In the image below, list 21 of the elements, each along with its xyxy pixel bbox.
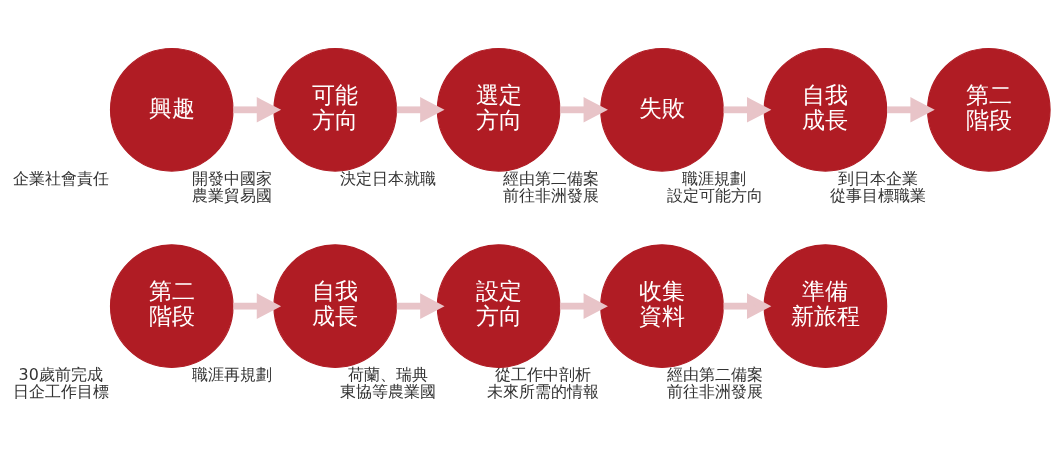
node-circle: 自我成長 <box>763 47 888 172</box>
arrow <box>560 96 608 123</box>
arrow <box>233 292 282 319</box>
arrow <box>723 96 772 123</box>
arrow <box>396 292 445 319</box>
node-circle: 第二階段 <box>109 243 234 368</box>
node-label: 企業社會責任 <box>12 168 109 188</box>
node-label: 30歲前完成日企工作目標 <box>12 364 109 401</box>
node-circle: 第二階段 <box>926 47 1051 172</box>
arrow <box>560 292 608 319</box>
node-circle: 興趣 <box>109 47 234 172</box>
node-circle: 可能方向 <box>273 47 398 172</box>
node-circle: 準備新旅程 <box>763 243 888 368</box>
arrow <box>233 96 282 123</box>
node-circle: 收集資料 <box>600 243 724 368</box>
arrow <box>396 96 445 123</box>
node-circle: 選定方向 <box>436 47 561 172</box>
arrow <box>723 292 772 319</box>
node-circle: 設定方向 <box>436 243 561 368</box>
arrow <box>887 96 935 123</box>
node-circle: 失敗 <box>600 47 724 172</box>
